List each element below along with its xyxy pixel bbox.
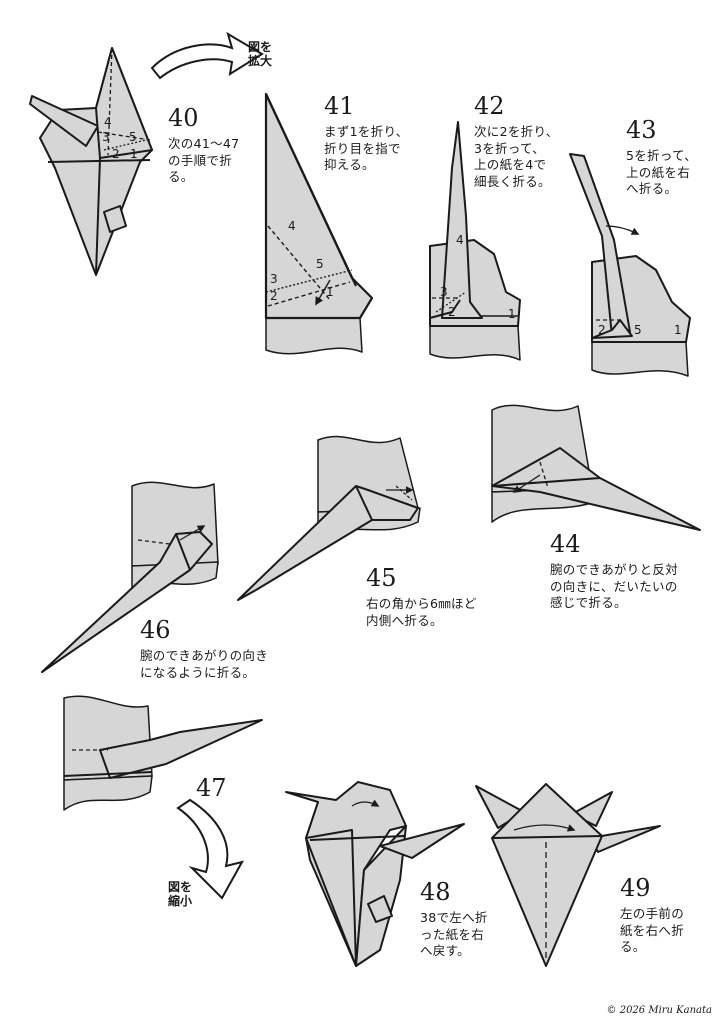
step-45-number: 45: [366, 566, 397, 590]
step-49-number: 49: [620, 876, 651, 900]
step-42-label-2: 2: [448, 305, 456, 319]
step-42-label-4: 4: [456, 233, 464, 247]
step-42-text: 次に2を折り、 3を折って、 上の紙を4で 細長く折る。: [474, 124, 559, 190]
step-40-label-4: 4: [104, 115, 112, 129]
step-40-label-3: 3: [102, 130, 110, 144]
step-41-label-4: 4: [288, 219, 296, 233]
step-43-label-5: 5: [634, 323, 642, 337]
step-44-text: 腕のできあがりと反対 の向きに、だいたいの 感じで折る。: [550, 562, 678, 612]
step-43-label-2: 2: [598, 323, 606, 337]
step-40-text: 次の41〜47 の手順で折 る。: [168, 136, 239, 186]
step-43-number: 43: [626, 118, 657, 142]
step-44-number: 44: [550, 532, 581, 556]
step-41-text: まず1を折り、 折り目を指で 抑える。: [324, 124, 409, 174]
step-47-number: 47: [196, 776, 227, 800]
enlarge-arrow-icon: [152, 34, 262, 78]
step-42-label-1: 1: [508, 307, 516, 321]
step-40-label-5: 5: [129, 130, 137, 144]
step-41-label-3: 3: [270, 272, 278, 286]
step-43-label-1: 1: [674, 323, 682, 337]
step-41-label-5: 5: [316, 257, 324, 271]
step-40-label-1: 1: [130, 147, 138, 161]
enlarge-callout-label: 図を 拡大: [248, 40, 272, 68]
step-40-figure: 4 3 5 2 1: [30, 48, 152, 275]
step-48-text: 38で左へ折 った紙を右 へ戻す。: [420, 910, 488, 960]
step-49-text: 左の手前の 紙を右へ折 る。: [620, 906, 684, 956]
step-47-figure: [64, 696, 262, 810]
step-41-number: 41: [324, 94, 355, 118]
step-43-text: 5を折って、 上の紙を右 へ折る。: [626, 148, 697, 198]
step-42-label-3: 3: [440, 285, 448, 299]
shrink-callout-label: 図を 縮小: [168, 880, 192, 908]
step-46-figure: [42, 482, 218, 672]
step-42-number: 42: [474, 94, 505, 118]
step-45-text: 右の角から6㎜ほど 内側へ折る。: [366, 596, 477, 629]
copyright-notice: © 2026 Miru Kanata: [607, 1005, 712, 1016]
step-48-number: 48: [420, 880, 451, 904]
step-41-label-2: 2: [270, 289, 278, 303]
step-40-label-2: 2: [112, 147, 120, 161]
step-44-figure: [492, 405, 700, 530]
step-46-text: 腕のできあがりの向き になるように折る。: [140, 648, 268, 681]
step-40-number: 40: [168, 106, 199, 130]
step-46-number: 46: [140, 618, 171, 642]
step-41-label-1: 1: [326, 285, 334, 299]
